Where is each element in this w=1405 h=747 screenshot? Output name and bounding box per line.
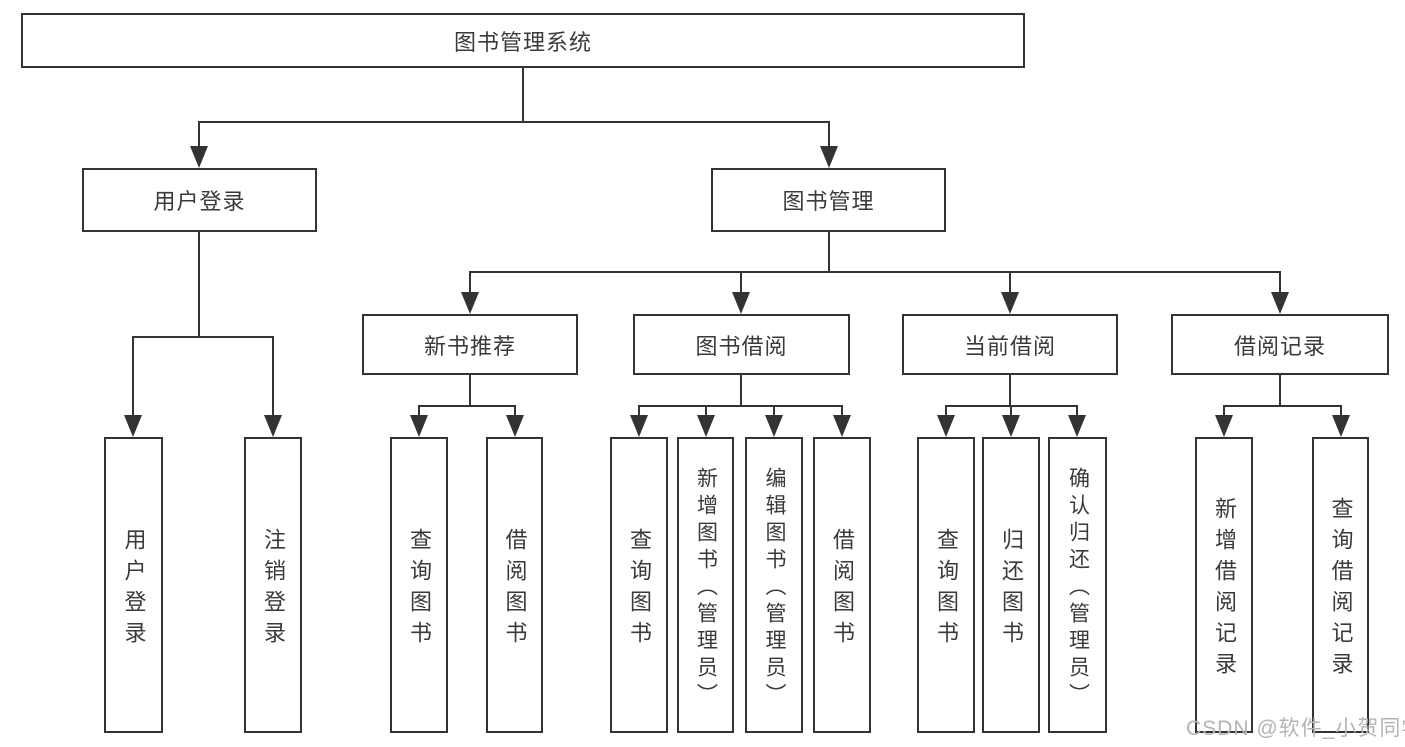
node-label: 图书借阅 xyxy=(695,333,788,359)
leaf-edit-books-admin: 编辑图书（管理员） xyxy=(745,437,803,733)
arrowheads xyxy=(124,146,1350,437)
leaf-label: 借阅图书 xyxy=(830,527,855,652)
node-book-borrow: 图书借阅 xyxy=(633,314,850,375)
leaf-query-books-recommend: 查询图书 xyxy=(390,437,448,733)
leaf-label: 用户登录 xyxy=(121,527,147,652)
watermark: CSDN @软件_小贺同学 xyxy=(1186,717,1405,740)
node-user-login: 用户登录 xyxy=(82,168,317,232)
node-system-root: 图书管理系统 xyxy=(21,13,1025,68)
leaf-user-login: 用户登录 xyxy=(104,437,163,733)
leaf-label: 查询图书 xyxy=(934,527,959,652)
node-label: 新书推荐 xyxy=(423,333,516,359)
node-book-management: 图书管理 xyxy=(711,168,946,232)
node-borrow-record: 借阅记录 xyxy=(1171,314,1389,375)
leaf-label: 归还图书 xyxy=(999,527,1024,652)
leaf-query-borrow-record: 查询借阅记录 xyxy=(1312,437,1369,733)
node-label: 图书管理 xyxy=(782,189,875,214)
leaf-label: 查询图书 xyxy=(407,527,432,652)
leaf-label: 借阅图书 xyxy=(502,527,528,652)
leaf-label: 注销登录 xyxy=(261,527,286,652)
leaf-logout: 注销登录 xyxy=(244,437,302,733)
leaf-borrow-books: 借阅图书 xyxy=(813,437,871,733)
leaf-label: 编辑图书（管理员） xyxy=(763,466,786,710)
node-label: 用户登录 xyxy=(153,189,246,214)
leaf-add-borrow-record: 新增借阅记录 xyxy=(1195,437,1253,733)
leaf-label: 确认归还（管理员） xyxy=(1066,466,1090,710)
node-label: 当前借阅 xyxy=(963,333,1056,359)
node-label: 图书管理系统 xyxy=(453,29,592,55)
leaf-label: 查询借阅记录 xyxy=(1328,496,1354,683)
node-current-borrow: 当前借阅 xyxy=(902,314,1118,375)
leaf-label: 查询图书 xyxy=(627,527,652,652)
leaf-return-books: 归还图书 xyxy=(982,437,1040,733)
leaf-borrow-books-recommend: 借阅图书 xyxy=(486,437,543,733)
leaf-confirm-return-admin: 确认归还（管理员） xyxy=(1048,437,1107,733)
node-label: 借阅记录 xyxy=(1233,333,1326,359)
leaf-label: 新增图书（管理员） xyxy=(694,466,718,710)
leaf-add-books-admin: 新增图书（管理员） xyxy=(677,437,734,733)
leaf-query-books-borrow: 查询图书 xyxy=(610,437,668,733)
node-new-book-recommend: 新书推荐 xyxy=(362,314,578,375)
leaf-query-books-current: 查询图书 xyxy=(917,437,975,733)
leaf-label: 新增借阅记录 xyxy=(1212,496,1237,683)
